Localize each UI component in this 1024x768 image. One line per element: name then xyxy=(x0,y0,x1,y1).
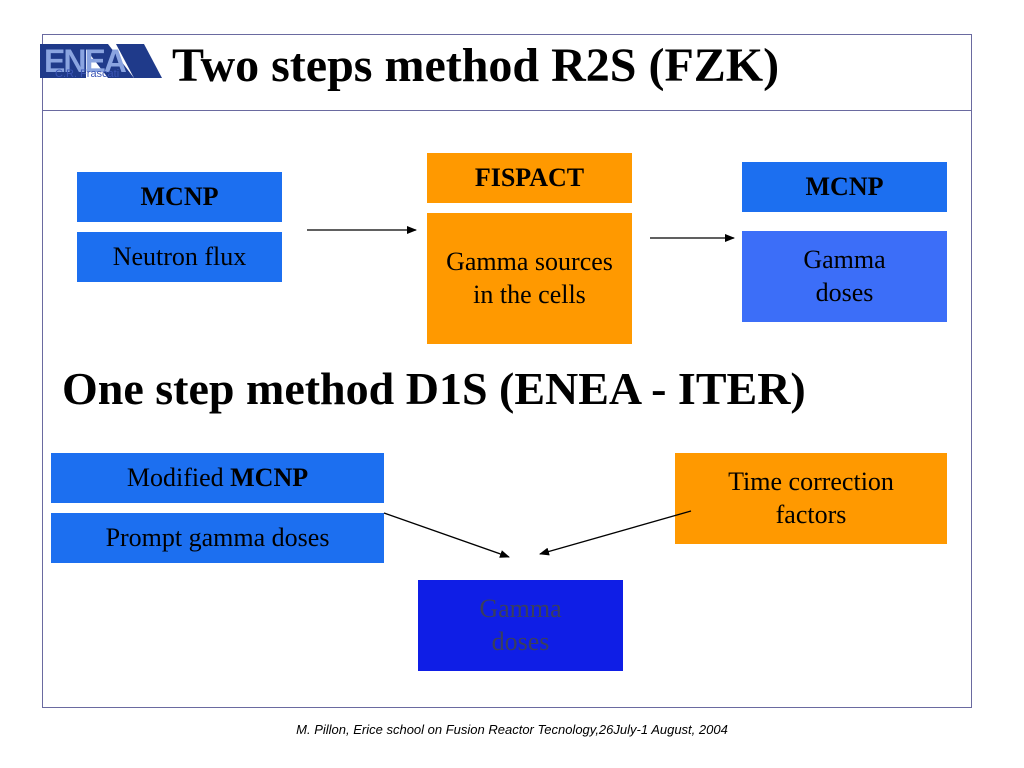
arrow-tool-to-result xyxy=(383,512,510,558)
r2s-step1-header: MCNP xyxy=(77,172,282,222)
slide-title: Two steps method R2S (FZK) xyxy=(172,39,780,92)
title-divider xyxy=(42,110,972,111)
d1s-result-box: Gamma doses xyxy=(418,580,623,671)
r2s-step1-body: Neutron flux xyxy=(77,232,282,282)
d1s-correction-box: Time correction factors xyxy=(675,453,947,544)
svg-text:ENEA: ENEA xyxy=(44,43,127,79)
r2s-step2-body: Gamma sources in the cells xyxy=(427,213,632,344)
logo-subtext: C.R. Frascati xyxy=(55,68,120,80)
d1s-tool-name: MCNP xyxy=(230,462,309,492)
r2s-step3-body: Gamma doses xyxy=(742,231,947,322)
d1s-tool-prefix: Modified xyxy=(126,462,231,492)
d1s-tool-header: Modified MCNP xyxy=(51,453,384,503)
slide-frame xyxy=(42,34,972,708)
d1s-tool-body: Prompt gamma doses xyxy=(51,513,384,563)
section-heading: One step method D1S (ENEA - ITER) xyxy=(62,363,806,414)
enea-logo: ENEA xyxy=(40,43,162,79)
r2s-step2-header: FISPACT xyxy=(427,153,632,203)
r2s-step3-header: MCNP xyxy=(742,162,947,212)
arrow-correction-to-result xyxy=(539,510,692,556)
slide-footer: M. Pillon, Erice school on Fusion Reacto… xyxy=(296,722,728,737)
